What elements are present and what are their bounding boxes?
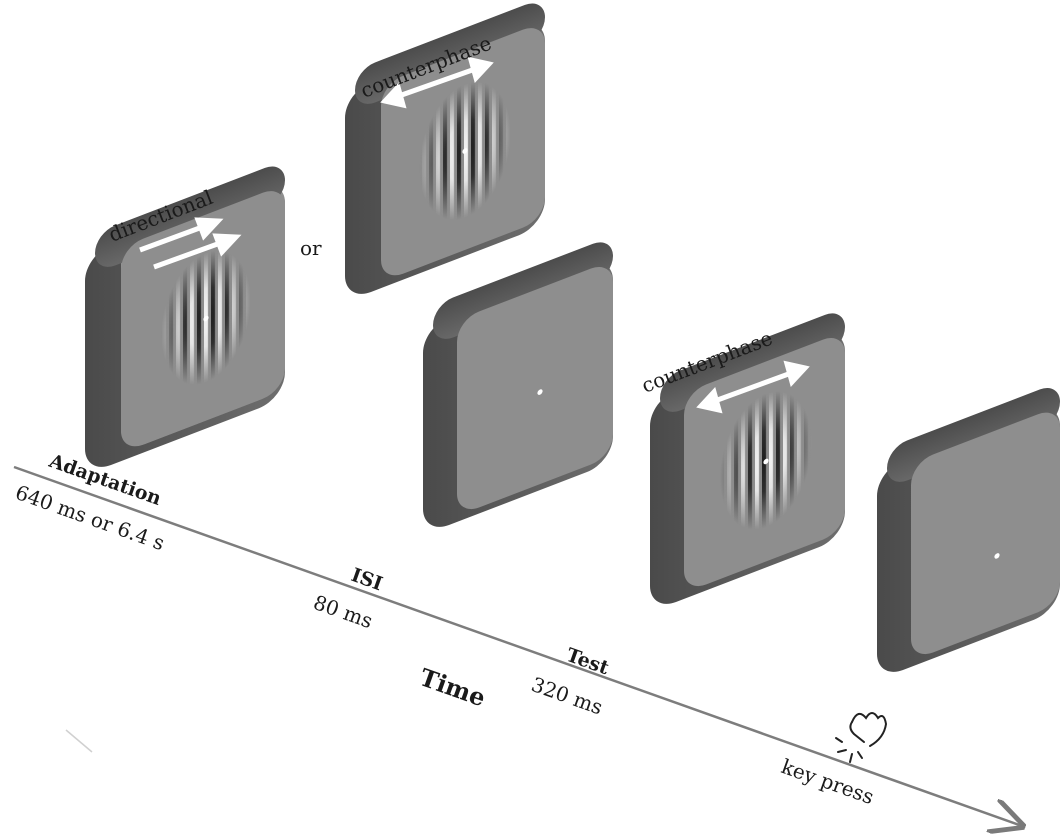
fixation-dot — [763, 458, 769, 465]
screen-face-front — [457, 266, 613, 510]
screen-face-front — [911, 412, 1060, 655]
key-press-label: key press — [778, 754, 877, 809]
time-axis — [13, 465, 1022, 826]
counterphase-alt-screen — [345, 3, 545, 294]
key-press-icon — [835, 712, 888, 763]
isi-label: ISI — [348, 564, 385, 595]
counterphase-arrow-test — [696, 360, 810, 414]
response-screen — [877, 388, 1060, 672]
fixation-dot — [994, 553, 1000, 559]
time-axis-label: Time — [416, 662, 489, 712]
adaptation-screen — [85, 166, 285, 467]
test-duration: 320 ms — [528, 672, 606, 719]
axis-tick-start — [65, 729, 93, 753]
fixation-dot — [203, 315, 209, 322]
fixation-dot — [462, 148, 468, 154]
fixation-dot — [537, 389, 543, 395]
counterphase-arrow-top — [380, 56, 494, 109]
or-label: or — [300, 236, 322, 260]
test-label: Test — [563, 644, 612, 679]
isi-screen — [423, 242, 613, 527]
isi-duration: 80 ms — [310, 590, 376, 633]
directional-arrows — [139, 217, 242, 270]
